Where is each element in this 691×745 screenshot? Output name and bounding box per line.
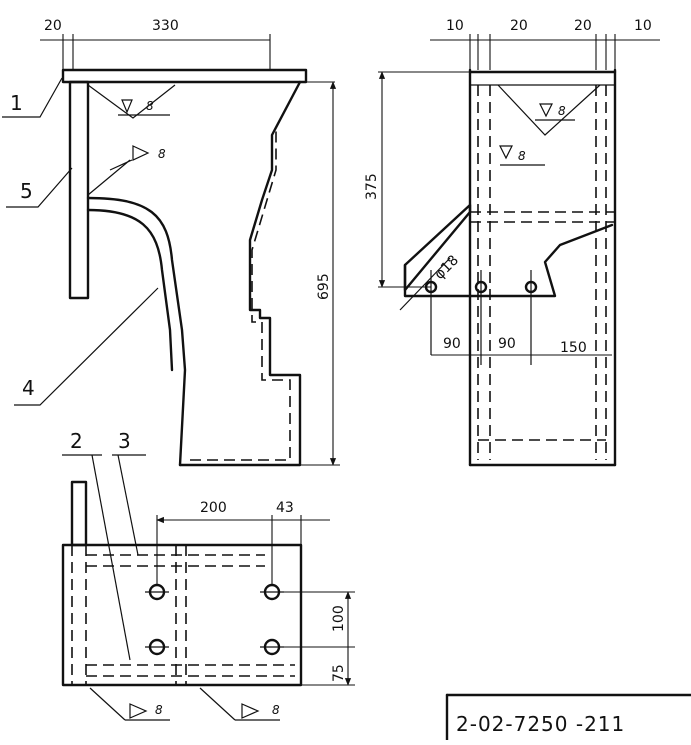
- dim-90-b: 90: [498, 336, 516, 352]
- curved-bracket-outer: [86, 196, 187, 467]
- svg-text:8: 8: [158, 147, 166, 161]
- dim-20-left: 20: [44, 18, 62, 34]
- weld-symbol-5: 8: [89, 687, 170, 721]
- part-label-5: 5: [20, 179, 33, 203]
- dim-100: 100: [331, 605, 347, 632]
- dim-10-b: 10: [634, 18, 652, 34]
- dim-375: 375: [364, 173, 380, 200]
- dim-150: 150: [560, 340, 587, 356]
- top-gusset: [87, 84, 176, 119]
- dim-20-b: 20: [574, 18, 592, 34]
- dim-200: 200: [200, 500, 227, 516]
- part-label-3: 3: [118, 429, 131, 453]
- dim-90-a: 90: [443, 336, 461, 352]
- svg-text:8: 8: [558, 104, 566, 118]
- curved-bracket-inner: [86, 208, 174, 372]
- right-top-gusset: [497, 84, 601, 136]
- weld-symbol-4: 8: [499, 145, 545, 166]
- dia-leader: [399, 257, 451, 311]
- dim-330: 330: [152, 18, 179, 34]
- dim-695: 695: [316, 273, 332, 300]
- leader-2: [91, 454, 131, 661]
- part-label-4: 4: [22, 376, 35, 400]
- bracket-hidden-edge: [190, 130, 291, 461]
- dim-dia-18: φ18: [432, 252, 462, 282]
- side-weld-line: [87, 159, 131, 196]
- leader-3: [117, 454, 139, 556]
- dim-43: 43: [276, 500, 294, 516]
- weld-symbol-6: 8: [199, 687, 280, 721]
- part-label-1: 1: [10, 91, 23, 115]
- bracket-outline: [178, 80, 302, 467]
- weld-symbol-3: 8: [535, 103, 575, 121]
- leader-1: [2, 77, 63, 118]
- svg-text:8: 8: [155, 703, 163, 717]
- base-plate: [61, 543, 303, 687]
- svg-text:8: 8: [518, 149, 526, 163]
- bottom-view: 200 43 100 75 2 3 8 8: [61, 429, 355, 721]
- right-view: φ18 90 90 150 375 10 20 20 10 8 8: [364, 18, 660, 467]
- leader-4: [14, 287, 159, 406]
- part-label-2: 2: [70, 429, 83, 453]
- weld-symbol-2: 8: [109, 145, 166, 171]
- weld-symbol-1: 8: [118, 99, 170, 116]
- dim-10-a: 10: [446, 18, 464, 34]
- top-plate: [61, 68, 308, 84]
- leader-5: [6, 167, 73, 208]
- flange-plate: [403, 223, 614, 298]
- left-view: 20 330 695 1 5 4 8 8: [2, 18, 340, 467]
- svg-text:8: 8: [146, 99, 154, 113]
- vertical-plate: [68, 80, 90, 300]
- title-block: 2-02-7250 -211: [445, 693, 691, 742]
- dim-75: 75: [331, 664, 347, 682]
- svg-text:8: 8: [272, 703, 280, 717]
- dim-20-a: 20: [510, 18, 528, 34]
- drawing-number: 2-02-7250 -211: [456, 712, 625, 736]
- stub-plate: [70, 480, 88, 547]
